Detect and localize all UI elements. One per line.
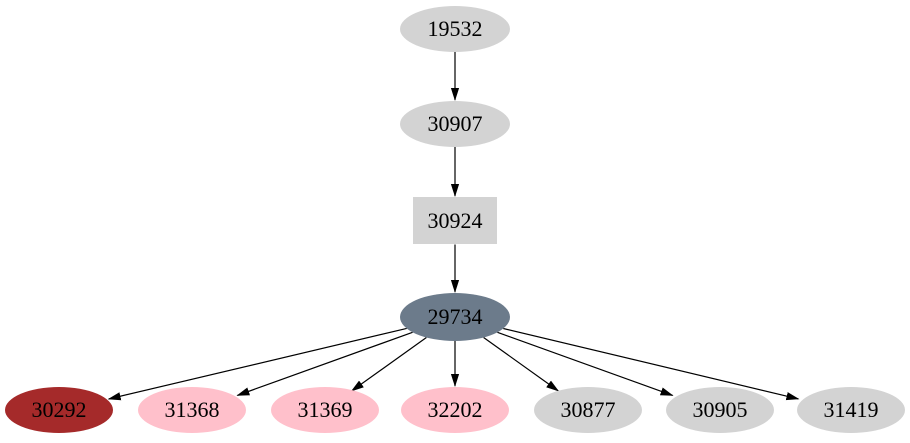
node-31368: 31368 <box>138 387 246 433</box>
node-31369: 31369 <box>271 387 379 433</box>
node-30292: 30292 <box>5 387 113 433</box>
edge-29734-30292 <box>107 327 407 401</box>
node-30905: 30905 <box>666 387 774 433</box>
node-19532: 19532 <box>400 6 510 52</box>
node-30907: 30907 <box>400 101 510 147</box>
node-30877: 30877 <box>534 387 642 433</box>
node-29734: 29734 <box>400 293 510 341</box>
node-31419: 31419 <box>797 387 905 433</box>
node-32202: 32202 <box>401 387 509 433</box>
node-30924: 30924 <box>413 197 497 244</box>
edge-29734-30905 <box>497 331 674 396</box>
edge-29734-31419 <box>503 327 800 401</box>
edge-29734-31369 <box>350 337 427 392</box>
edge-29734-30877 <box>483 337 560 392</box>
edge-29734-31368 <box>236 331 413 396</box>
